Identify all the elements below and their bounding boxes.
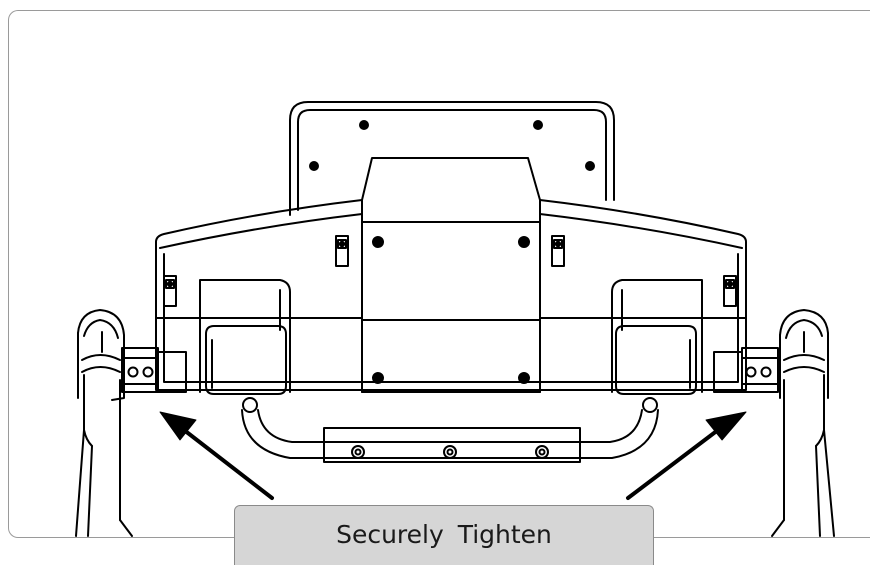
right-bolt-1 — [745, 366, 757, 378]
lower-handlebar — [241, 397, 659, 463]
left-upright — [75, 309, 133, 537]
arrow-right-icon — [626, 411, 747, 500]
console-housing — [155, 157, 747, 393]
left-bolt-2 — [142, 366, 154, 378]
left-bracket — [121, 347, 187, 393]
arrow-left-icon — [159, 411, 274, 500]
latch-tabs — [163, 235, 737, 307]
display-panel — [289, 101, 615, 216]
right-bolt-2 — [760, 366, 772, 378]
securely-tighten-label: Securely Tighten — [234, 505, 654, 565]
right-upright — [771, 309, 835, 537]
left-grip-pod — [199, 279, 291, 395]
left-bolt-1 — [127, 366, 139, 378]
right-bracket — [713, 347, 779, 393]
right-grip-pod — [611, 279, 703, 395]
